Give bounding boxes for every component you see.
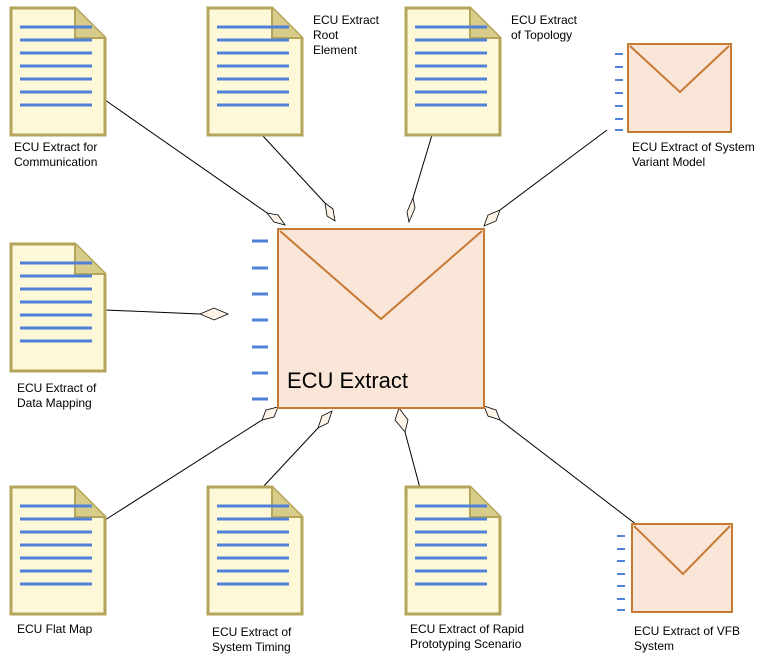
label-line: System	[634, 639, 675, 653]
label-flat-map: ECU Flat Map	[17, 622, 92, 637]
diamond-system-timing	[317, 410, 333, 429]
connector-topology	[412, 134, 433, 199]
label-vfb-system: ECU Extract of VFB System	[634, 624, 740, 654]
label-communication: ECU Extract for Communication	[14, 140, 97, 170]
document-corner-fold	[74, 244, 105, 275]
aggregation-diamonds	[198, 196, 501, 433]
label-line: ECU Extract of Rapid	[410, 622, 525, 636]
label-line: ECU Extract	[511, 13, 578, 27]
document-corner-fold	[469, 8, 500, 39]
connector-system-variant-model	[499, 129, 608, 211]
connector-root-element	[261, 134, 326, 204]
connector-data-mapping	[104, 309, 201, 315]
label-rapid-prototyping: ECU Extract of Rapid Prototyping Scenari…	[410, 622, 524, 652]
central-package-label: ECU Extract	[287, 368, 409, 393]
label-system-variant-model: ECU Extract of System Variant Model	[632, 140, 755, 170]
label-line: System Timing	[212, 640, 291, 654]
label-line: ECU Extract of	[17, 381, 97, 395]
label-line: ECU Extract of System	[632, 140, 755, 154]
label-line: of Topology	[511, 28, 573, 42]
document-corner-fold	[74, 8, 105, 39]
central-package[interactable]	[252, 228, 485, 409]
diamond-data-mapping	[198, 307, 230, 321]
connector-vfb-system	[499, 419, 638, 526]
document-icon-rapid-prototyping[interactable]	[404, 485, 502, 616]
document-icon-topology[interactable]	[404, 6, 502, 137]
package-icon-vfb-system[interactable]	[617, 523, 733, 613]
diamond-root-element	[324, 202, 336, 222]
label-line: ECU Extract for	[14, 140, 98, 154]
document-corner-fold	[271, 487, 302, 518]
label-line: Communication	[14, 155, 98, 169]
connector-system-timing	[261, 427, 319, 489]
diamond-vfb-system	[483, 405, 501, 421]
diamond-flat-map	[261, 406, 279, 421]
document-icon-communication[interactable]	[9, 6, 107, 137]
connector-flat-map	[104, 419, 263, 521]
document-corner-fold	[74, 487, 105, 518]
document-corner-fold	[469, 487, 500, 518]
label-line: ECU Extract of	[212, 625, 292, 639]
diamond-rapid-prototyping	[394, 407, 409, 433]
label-system-timing: ECU Extract of System Timing	[212, 625, 291, 655]
label-line: ECU Flat Map	[17, 622, 93, 636]
package-envelope-flap	[633, 525, 731, 576]
diamond-topology	[406, 196, 416, 224]
label-line: Element	[313, 43, 358, 57]
label-line: Data Mapping	[17, 396, 92, 410]
package-port-marks	[615, 53, 623, 131]
diamond-system-variant-model	[483, 209, 501, 227]
central-package-port-marks	[252, 239, 268, 401]
connector-rapid-prototyping	[404, 431, 421, 489]
central-package-envelope-flap	[279, 230, 483, 321]
document-icon-data-mapping[interactable]	[9, 242, 107, 373]
document-corner-fold	[271, 8, 302, 39]
diamond-communication	[266, 212, 286, 226]
package-icon-system-variant-model[interactable]	[615, 43, 732, 133]
package-body	[631, 523, 733, 613]
label-line: ECU Extract of VFB	[634, 624, 741, 638]
package-port-marks	[617, 535, 625, 611]
label-line: Root	[313, 28, 339, 42]
document-icon-flat-map[interactable]	[9, 485, 107, 616]
document-icon-system-timing[interactable]	[206, 485, 304, 616]
label-data-mapping: ECU Extract of Data Mapping	[17, 381, 96, 411]
document-icon-root-element[interactable]	[206, 6, 304, 137]
label-line: Prototyping Scenario	[410, 637, 522, 651]
label-line: ECU Extract	[313, 13, 380, 27]
label-topology: ECU Extract of Topology	[511, 13, 577, 43]
package-envelope-flap	[629, 45, 730, 94]
connectors	[104, 99, 638, 526]
label-line: Variant Model	[632, 155, 706, 169]
label-root-element: ECU Extract Root Element	[313, 13, 379, 58]
connector-communication	[104, 99, 271, 216]
